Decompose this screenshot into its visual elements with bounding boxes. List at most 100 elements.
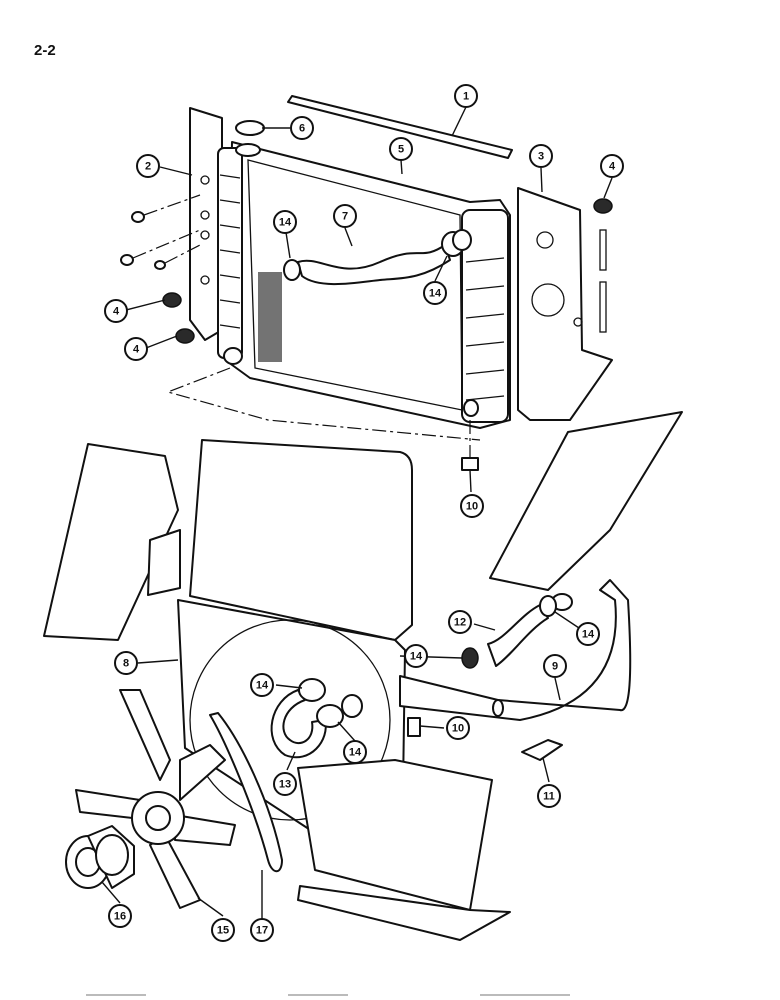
callout-c11: 11 [537,784,561,808]
callout-c14e: 14 [250,673,274,697]
callout-c14f: 14 [343,740,367,764]
callout-c14d: 14 [576,622,600,646]
callout-label: 12 [454,617,466,629]
callout-circle [404,644,428,668]
callout-circle [124,337,148,361]
callout-label: 15 [217,925,229,937]
callout-circle [273,772,297,796]
callout-circle [529,144,553,168]
callout-c12: 12 [448,610,472,634]
callout-c3: 3 [529,144,553,168]
callout-circle [537,784,561,808]
callout-c2: 2 [136,154,160,178]
callout-circle [250,673,274,697]
callout-label: 14 [410,651,423,663]
callout-label: 16 [114,911,126,923]
footer-rule-1 [86,994,146,996]
lower-hose [487,604,549,667]
cooling-fan [75,689,236,909]
callout-circle [114,651,138,675]
lower-pipe [399,579,632,721]
callout-circle [136,154,160,178]
left-side-plate [189,107,223,341]
callout-c14a: 14 [273,210,297,234]
fan-belt [209,712,283,873]
callout-circle [448,610,472,634]
callout-label: 6 [299,123,305,135]
callout-circle [343,740,367,764]
callout-label: 10 [452,723,464,735]
callout-circle [273,210,297,234]
callout-c10b: 10 [446,716,470,740]
callout-label: 14 [279,217,292,229]
callout-c13: 13 [273,772,297,796]
callout-c15: 15 [211,918,235,942]
leader-lines [101,106,613,919]
radiator-core [227,141,511,429]
callout-label: 14 [429,288,442,300]
callout-label: 4 [609,161,616,173]
callout-circle [423,281,447,305]
left-tank [217,147,243,359]
callout-label: 9 [552,661,558,673]
callout-circle [460,494,484,518]
callout-c14c: 14 [404,644,428,668]
right-tank [461,209,509,423]
callout-c7: 7 [333,204,357,228]
callout-c14b: 14 [423,281,447,305]
callout-circle [333,204,357,228]
callout-c4c: 4 [124,337,148,361]
callout-circle [104,299,128,323]
callout-circle [600,154,624,178]
callout-c9: 9 [543,654,567,678]
callout-c17: 17 [250,918,274,942]
callout-c16: 16 [108,904,132,928]
right-baffle [517,187,613,421]
callout-circle [211,918,235,942]
callout-c5: 5 [389,137,413,161]
callout-circle [543,654,567,678]
radiator-assembly [120,95,613,471]
callout-label: 7 [342,211,348,223]
callout-label: 2 [145,161,151,173]
callout-label: 14 [582,629,595,641]
callout-label: 1 [463,91,469,103]
callout-circle [290,116,314,140]
callout-circle [250,918,274,942]
footer-rule-3 [480,994,570,996]
shroud-assembly [43,411,683,941]
callout-circle [454,84,478,108]
callout-c8: 8 [114,651,138,675]
top-bracket [287,95,513,159]
bottom-plate [297,885,511,941]
callout-label: 14 [349,747,362,759]
callout-c4a: 4 [600,154,624,178]
callout-label: 3 [538,151,544,163]
callout-label: 13 [279,779,291,791]
callout-label: 8 [123,658,129,670]
callout-label: 10 [466,501,478,513]
callout-label: 17 [256,925,268,937]
callout-c6: 6 [290,116,314,140]
callout-circle [389,137,413,161]
radiator-cap [235,120,265,136]
callout-label: 14 [256,680,269,692]
callout-circle [108,904,132,928]
callout-c1: 1 [454,84,478,108]
shroud-back-panel [189,439,413,641]
right-deflector [489,411,683,591]
footer-rule-2 [288,994,348,996]
lower-shroud [297,759,493,911]
callout-label: 4 [133,344,140,356]
callout-circle [446,716,470,740]
page-number: 2-2 [34,42,56,59]
fan-hub [65,825,135,889]
pipe-clip [521,739,563,761]
callout-c10a: 10 [460,494,484,518]
callout-label: 5 [398,144,404,156]
callout-circle [576,622,600,646]
callout-label: 11 [543,791,555,803]
callout-label: 4 [113,306,120,318]
